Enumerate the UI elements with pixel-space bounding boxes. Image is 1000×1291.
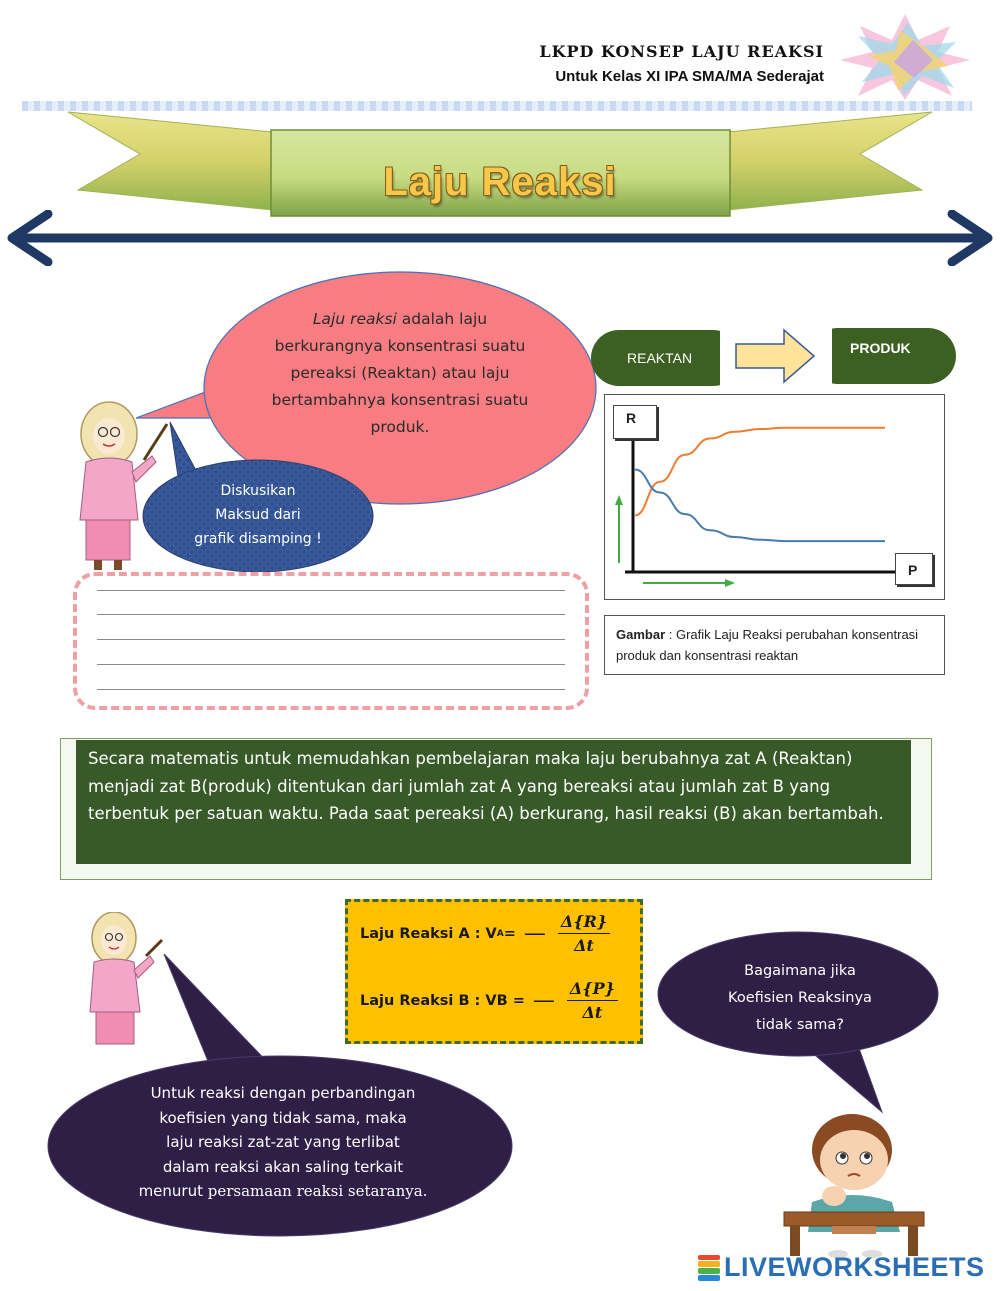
answer-line-part: menurut: [138, 1182, 208, 1200]
definition-text: Laju reaksi adalah laju berkurangnya kon…: [270, 306, 530, 441]
formula-a-equals: =: [503, 925, 516, 942]
question-line: Bagaimana jika: [744, 963, 856, 979]
formula-b-fraction: Δ{P} Δt: [566, 979, 618, 1022]
answer-line: [97, 614, 565, 615]
teacher-illustration: [79, 401, 169, 570]
flow-arrow-icon: [720, 324, 832, 388]
double-arrow-icon: [7, 210, 993, 266]
caption-text: : Grafik Laju Reaksi perubahan konsentra…: [616, 627, 919, 663]
definition-term: Laju reaksi: [312, 310, 397, 328]
minus-sign: —: [532, 988, 555, 1013]
answer-line-text: laju reaksi zat-zat yang terlibat: [166, 1133, 400, 1151]
reactant-curve: [634, 468, 885, 543]
formula-a-denominator: Δt: [574, 936, 594, 955]
discuss-line: Maksud dari: [215, 507, 301, 523]
formula-b-denominator: Δt: [582, 1003, 603, 1022]
formula-a-label: Laju Reaksi A : V: [360, 925, 497, 942]
reactant-label: REAKTAN: [627, 350, 693, 366]
product-label: PRODUK: [850, 340, 911, 356]
formula-a-numerator: Δ{R}: [557, 912, 611, 934]
teacher-illustration: [89, 912, 164, 1045]
caption-label: Gambar: [616, 627, 666, 642]
minus-sign: —: [523, 921, 546, 946]
answer-line-text: Untuk reaksi dengan perbandingan: [150, 1084, 416, 1102]
formula-row-b: Laju Reaksi B : VB = — Δ{P} Δt: [360, 979, 618, 1022]
definition-speech-bubble: [135, 271, 597, 505]
product-box: PRODUK: [810, 328, 956, 384]
answer-speech-bubble: [47, 953, 513, 1237]
formula-b-label: Laju Reaksi B : VB =: [360, 992, 525, 1009]
answer-line-text: dalam reaksi akan saling terkait: [162, 1157, 404, 1176]
definition-body: adalah laju berkurangnya konsentrasi sua…: [271, 310, 529, 436]
y-axis-label: R: [613, 405, 657, 439]
worksheet-title: LKPD KONSEP LAJU REAKSI: [539, 42, 824, 61]
answer-line: [97, 639, 565, 640]
chart-caption: Gambar : Grafik Laju Reaksi perubahan ko…: [604, 615, 945, 675]
question-line: Koefisien Reaksinya: [728, 990, 872, 1006]
worksheet-subtitle: Untuk Kelas XI IPA SMA/MA Sederajat: [555, 68, 824, 85]
discuss-line: grafik disamping !: [194, 531, 322, 547]
discuss-text: Diskusikan Maksud dari grafik disamping …: [178, 479, 338, 551]
formula-a-fraction: Δ{R} Δt: [557, 912, 611, 955]
x-axis-label: P: [895, 553, 933, 585]
answer-explanation: Untuk reaksi dengan perbandingan koefisi…: [108, 1081, 458, 1204]
chart-canvas: [615, 426, 897, 587]
liveworksheets-badge-icon: [698, 1254, 720, 1281]
question-speech-bubble: [657, 931, 939, 1114]
discuss-line: Diskusikan: [220, 483, 296, 499]
answer-line-text: koefisien yang tidak sama, maka: [159, 1108, 407, 1127]
explanation-panel: Secara matematis untuk memudahkan pembel…: [76, 740, 911, 864]
reaction-rate-chart: R P: [604, 394, 945, 600]
page-title: Laju Reaksi: [383, 160, 617, 204]
star-decoration-icon: [840, 14, 970, 100]
question-text: Bagaimana jika Koefisien Reaksinya tidak…: [700, 958, 900, 1039]
formula-a-subscript: A: [496, 928, 504, 939]
liveworksheets-wordmark: LIVEWORKSHEETS: [724, 1252, 985, 1282]
reactant-box: REAKTAN: [591, 330, 741, 386]
formula-b-numerator: Δ{P}: [566, 979, 618, 1001]
answer-line-text: menurut persamaan reaksi setaranya.: [108, 1179, 458, 1204]
answer-line: [97, 590, 565, 591]
answer-line: [97, 689, 565, 690]
discuss-speech-bubble: [142, 421, 374, 573]
header-divider: [22, 101, 972, 111]
question-line: tidak sama?: [756, 1017, 844, 1033]
answer-line-part: persamaan reaksi setaranya.: [207, 1182, 428, 1200]
product-curve: [634, 426, 885, 517]
liveworksheets-logo: LIVEWORKSHEETS: [698, 1252, 985, 1283]
thinking-student-illustration: [783, 1114, 925, 1258]
ribbon-banner: [67, 111, 933, 217]
answer-textbox[interactable]: [73, 572, 589, 710]
answer-line: [97, 664, 565, 665]
